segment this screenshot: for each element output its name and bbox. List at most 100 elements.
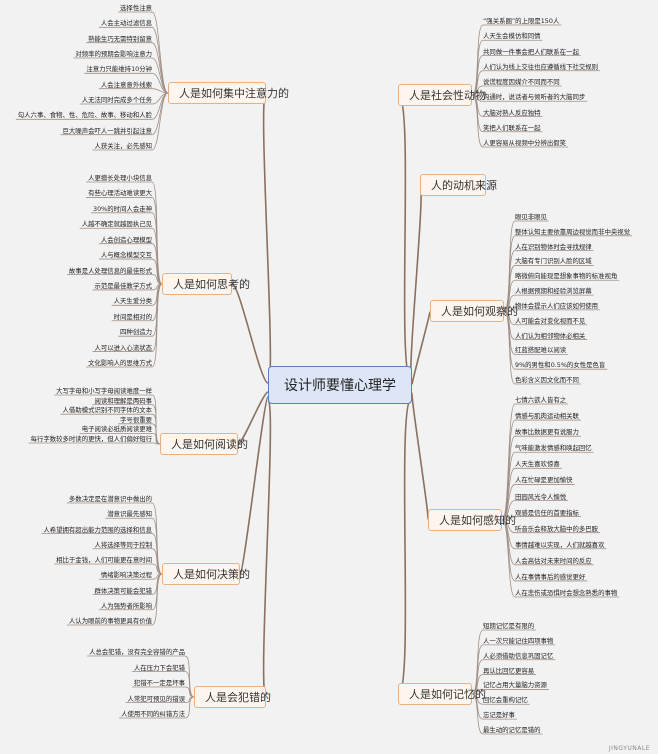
leaf-topic[interactable]: 潜意识最先感知 [107,510,152,519]
leaf-topic[interactable]: 红蓝搭配难以阅读 [515,346,567,355]
leaf-topic[interactable]: 再认比回忆更容易 [483,666,535,675]
leaf-topic[interactable]: 气味能激发情感和唤起回忆 [515,444,592,453]
leaf-topic[interactable]: 多数决定是在潜意识中做出的 [68,495,152,503]
branch-topic[interactable]: 人是如何观察的 [430,300,518,322]
leaf-topic[interactable]: 故事比数据更有说服力 [515,428,579,437]
leaf-topic[interactable]: 大脑对熟人反应独特 [483,108,541,117]
leaf-topic[interactable]: 眼见非眼见 [515,213,547,221]
leaf-topic[interactable]: 人在事情事后的感觉更好 [515,572,586,581]
leaf-topic[interactable]: 七情六欲人皆有之 [515,396,567,404]
leaf-topic[interactable]: 整体认知主要依靠周边视觉而非中央视觉 [515,227,631,236]
leaf-topic[interactable]: 9%的男性和0.5%的女性是色盲 [515,361,606,370]
leaf-topic[interactable]: 人在悲伤或恐惧时会想念熟悉的事物 [515,589,618,597]
branch-topic[interactable]: 人是会犯错的 [194,686,271,708]
leaf-topic[interactable]: 熟能生巧无需特别留意 [88,34,152,43]
leaf-topic[interactable]: 人将选择等同于控制 [94,540,152,549]
leaf-topic[interactable]: 色彩含义因文化而不同 [515,376,579,384]
leaf-topic[interactable]: 人会注意意外线索 [100,80,152,89]
leaf-topic[interactable]: 人会高估对未来时间的反应 [515,556,592,565]
leaf-topic[interactable]: 人天生喜欢惊喜 [515,460,560,469]
leaf-connector [151,563,163,575]
branch-topic[interactable]: 人是如何决策的 [162,563,250,585]
leaf-topic[interactable]: “强关系圈”的上限是150人 [483,17,560,25]
leaf-connector [151,243,163,285]
leaf-topic[interactable]: 人在忙碌是更加愉快 [515,476,573,485]
leaf-topic[interactable]: 相比于金钱，人们可能更在意时间 [56,556,152,564]
branch-topic[interactable]: 人是如何思考的 [162,273,250,295]
leaf-topic[interactable]: 人总会犯错，没有完全容错的产品 [89,648,185,656]
leaf-topic[interactable]: 人天生爱分类 [113,297,152,306]
leaf-topic[interactable]: 群体决策可能会犯错 [94,586,152,595]
leaf-topic[interactable]: 有些心理活动难读更大 [88,189,152,198]
leaf-topic[interactable]: 人无法同时完成多个任务 [81,96,152,104]
leaf-topic[interactable]: 人会创造心理模型 [100,235,152,244]
leaf-topic[interactable]: 最生动的记忆是错的 [483,726,541,734]
leaf-topic[interactable]: 短期记忆是有限的 [483,622,535,630]
leaf-topic[interactable]: 略微俯向能现是想象事物的标准视角 [515,272,618,281]
leaf-topic[interactable]: 人在压力下会犯错 [133,663,185,672]
leaf-topic[interactable]: 勾人六事、食物、性、危险、故事、移动和人脸 [17,111,152,120]
leaf-topic[interactable]: 听音乐会释放大脑中的多巴胺 [515,524,599,533]
branch-topic[interactable]: 人是社会性动物 [398,84,486,106]
leaf-topic[interactable]: 人必须借助信息巩固记忆 [483,651,554,660]
leaf-topic[interactable]: 人越不确定就越固执己见 [81,220,152,229]
leaf-topic[interactable]: 人更容易从视频中分辨出假笑 [483,139,567,147]
leaf-topic[interactable]: 人获关注，必先感知 [94,142,152,150]
leaf-topic[interactable]: 说谎程度因媒介不同而不同 [483,78,560,86]
leaf-topic[interactable]: 人们认为相邻物体必相关 [515,331,586,340]
leaf-topic[interactable]: 人与概念模型交互 [100,251,152,260]
leaf-topic[interactable]: 人认为眼前的事物更具有价值 [68,617,152,625]
leaf-connector [471,693,484,735]
leaf-topic[interactable]: 人为强势者所影响 [100,601,152,610]
leaf-topic[interactable]: 共同做一件事会把人们联系在一起 [483,47,579,56]
leaf-topic[interactable]: 选择性注意 [120,4,152,12]
leaf-topic[interactable]: 人在识别物体时会寻找规律 [515,242,592,251]
leaf-topic[interactable]: 阅读和理解是两码事 [94,396,152,405]
leaf-topic[interactable]: 示范是最佳教学方式 [94,281,152,290]
central-topic[interactable]: 设计师要懂心理学 [268,366,412,404]
leaf-topic[interactable]: 文化影响人的思维方式 [88,359,152,367]
leaf-topic[interactable]: 大写字母和小写字母阅读难度一样 [56,387,152,395]
leaf-topic[interactable]: 记忆占用大量脑力资源 [483,681,547,690]
leaf-topic[interactable]: 注意力只能维持10分钟 [86,65,152,74]
leaf-topic[interactable]: 电子阅读必纸质阅读更难 [81,425,152,434]
leaf-connector [471,659,484,695]
leaf-topic[interactable]: 人根据预期和经验浏览屏幕 [515,287,592,296]
leaf-topic[interactable]: 时间是相对的 [113,312,152,321]
leaf-topic[interactable]: 人可能会对变化视而不见 [515,316,586,325]
leaf-topic[interactable]: 人希望拥有超出能力范围的选择和信息 [43,525,152,534]
leaf-topic[interactable]: 人会主动过滤信息 [100,19,152,28]
leaf-topic[interactable]: 30%的时间人会走神 [93,204,152,213]
leaf-topic[interactable]: 忘记是好事 [483,711,515,720]
branch-topic[interactable]: 人是如何阅读的 [160,433,248,455]
leaf-topic[interactable]: 人更擅长处理小块信息 [88,174,152,182]
leaf-topic[interactable]: 沟通时，说话者与倾听者的大脑同步 [483,93,586,102]
branch-topic[interactable]: 人是如何集中注意力的 [168,82,289,104]
leaf-topic[interactable]: 人借助模式识别不同字体的文本 [62,406,152,415]
leaf-topic[interactable]: 人常犯可预见的错误 [127,694,185,703]
leaf-topic[interactable]: 字号很重要 [120,415,152,424]
leaf-topic[interactable]: 物体会提示人们应该如何使用 [515,301,599,310]
leaf-topic[interactable]: 人一次只能记住四项事物 [483,636,554,645]
leaf-topic[interactable]: 四种创造力 [120,328,152,337]
leaf-topic[interactable]: 人天生会模仿和同情 [483,32,541,41]
leaf-topic[interactable]: 情绪影响决策过程 [100,571,152,580]
leaf-topic[interactable]: 对频率的预期会影响注意力 [75,50,152,58]
branch-topic[interactable]: 人是如何记忆的 [398,683,486,705]
leaf-topic[interactable]: 巨大噪声会吓人一跳并引起注意 [62,126,152,135]
leaf-topic[interactable]: 人可以进入心流状态 [94,343,152,352]
leaf-topic[interactable]: 事情越难以实现，人们就越喜欢 [515,540,605,549]
branch-topic[interactable]: 人是如何感知的 [428,509,516,531]
leaf-topic[interactable]: 犯错不一定是坏事 [133,679,185,687]
leaf-topic[interactable]: 故事是人处理信息的最佳形式 [68,266,152,275]
leaf-topic[interactable]: 人使用不同的纠错方法 [121,710,185,718]
leaf-topic[interactable]: 每行字数较多时读的更快，但人们偏好短行 [30,435,152,443]
leaf-topic[interactable]: 人们认为线上交往也应遵循线下社交规则 [483,62,599,71]
branch-topic[interactable]: 人的动机来源 [420,174,497,196]
leaf-topic[interactable]: 回忆会重构记忆 [483,696,528,705]
leaf-topic[interactable]: 情感与肌肉运动相关联 [515,412,579,421]
leaf-topic[interactable]: 田园风光令人愉悦 [515,492,567,501]
leaf-topic[interactable]: 笑把人们联系在一起 [483,123,541,132]
leaf-topic[interactable]: 大脑有专门识别人脸的区域 [515,257,592,266]
leaf-topic[interactable]: 观感是信任的首要指标 [515,508,579,517]
